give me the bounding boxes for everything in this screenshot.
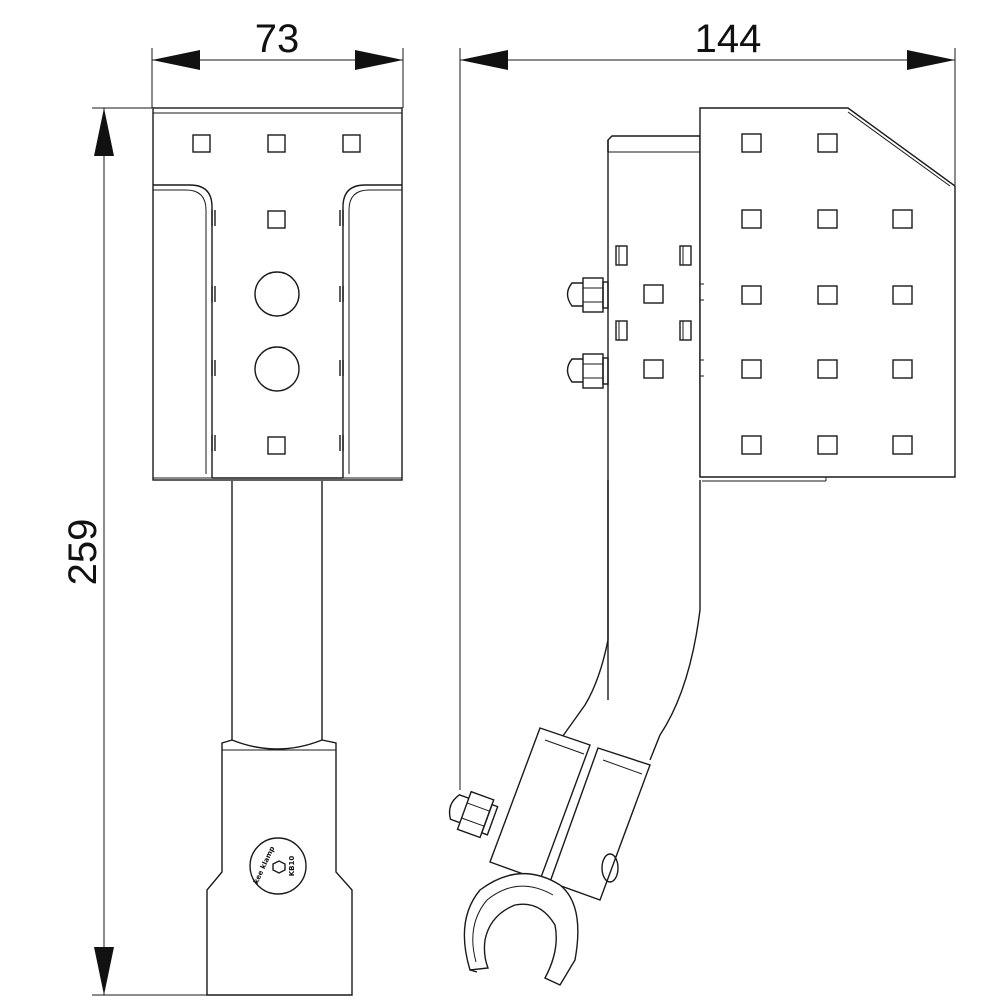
front-fitting-body: [206, 739, 353, 996]
front-round-hole-top: [254, 271, 300, 317]
dimension-label-144: 144: [695, 17, 762, 61]
front-fitting-collar: [231, 739, 323, 750]
front-round-hole-bottom: [254, 346, 300, 392]
dimension-label-259: 259: [61, 519, 105, 586]
side-view: [448, 107, 956, 986]
side-rear-plate: [607, 135, 701, 477]
side-square-holes: [741, 133, 913, 455]
front-back-plate: [152, 107, 403, 481]
side-tube-left-edge: [559, 480, 609, 741]
front-set-screw: kee klamp KB10: [249, 837, 307, 895]
side-clamp-bolt: [448, 790, 499, 839]
dimension-height: 259: [61, 107, 210, 996]
side-clamp-fitting: [463, 727, 651, 986]
front-view: kee klamp KB10: [152, 107, 403, 996]
dimension-width-front: 73: [151, 17, 404, 108]
side-tube-right-edge: [649, 480, 701, 761]
front-right-wing: [342, 184, 402, 478]
stamp-code-text: KB10: [288, 856, 296, 877]
front-left-wing: [153, 184, 213, 478]
side-bracket-holes: [615, 245, 704, 379]
side-bolt-upper: [566, 277, 609, 313]
dimension-width-side: 144: [459, 17, 956, 790]
side-main-plate: [699, 107, 956, 478]
front-square-holes: [192, 134, 361, 455]
side-bolt-lower: [566, 353, 609, 389]
dimension-label-73: 73: [255, 17, 300, 61]
